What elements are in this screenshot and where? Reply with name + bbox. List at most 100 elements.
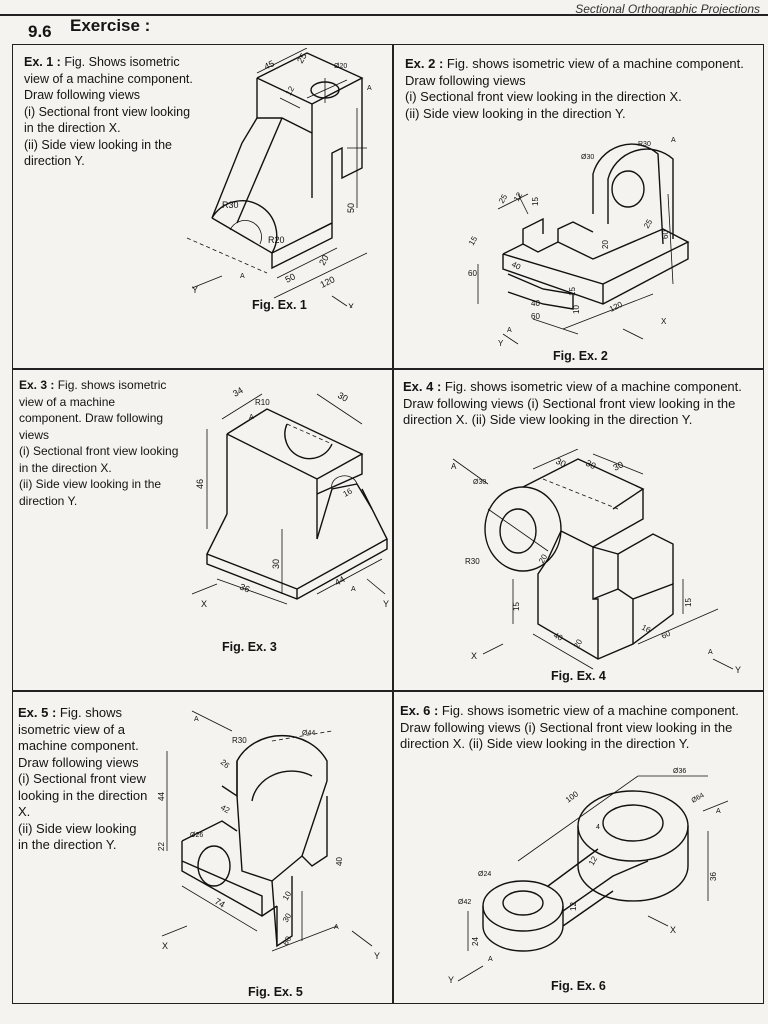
dim-text: 4: [596, 824, 600, 831]
dim-text: Ø30: [473, 479, 486, 486]
dim-text: 16: [640, 623, 652, 635]
figure-ex-1: 45 25 12 Ø20 A R30 R20 50 50 20 120 Y A …: [186, 48, 372, 308]
figure-ex-2: Ø30 R30 A 25 12 15 15 40 60 20 60 25 15 …: [467, 137, 690, 348]
exercise-6-item-1: (i) Sectional front view looking in the …: [400, 719, 733, 752]
exercise-4: Ex. 4 : Fig. shows isometric view of a m…: [393, 369, 764, 690]
dim-text: 60: [468, 269, 477, 278]
exercise-4-caption: Fig. Ex. 4: [551, 669, 606, 683]
exercise-6-body: Fig. shows isometric view of a machine c…: [400, 703, 739, 735]
dim-text: Ø42: [458, 899, 471, 906]
dim-text: 44: [333, 574, 347, 588]
exercise-1-body: Fig. Shows isometric view of a machine c…: [24, 55, 193, 102]
dim-text: 42: [219, 803, 232, 816]
dim-text: A: [451, 462, 457, 471]
dim-text: 25: [642, 217, 655, 230]
exercise-grid: [12, 44, 764, 1004]
figure-ex-6: Ø36 100 Ø64 A 4 12 Ø24 Ø42 36 12 24 A Y …: [448, 768, 729, 985]
dim-text: A: [367, 85, 372, 92]
exercise-3-item-2: (ii) Side view looking in the direction …: [19, 477, 162, 508]
dim-text: Y: [498, 339, 504, 348]
dim-text: Y: [374, 951, 380, 961]
exercise-5-text: Ex. 5 : Fig. shows isometric view of a m…: [18, 705, 148, 854]
dim-text: 30: [611, 459, 624, 472]
exercise-4-label: Ex. 4 :: [403, 379, 442, 394]
exercise-5-caption: Fig. Ex. 5: [248, 985, 303, 999]
dim-text: A: [716, 808, 721, 815]
dim-text: A: [194, 716, 199, 723]
dim-text: 25: [497, 192, 510, 205]
dim-text: A: [488, 956, 493, 963]
dim-text: R30: [222, 200, 239, 210]
dim-text: Y: [448, 975, 454, 985]
grid-divider-row1: [12, 368, 764, 370]
dim-text: 15: [568, 287, 577, 296]
dim-text: 15: [467, 234, 480, 247]
exercise-2-caption: Fig. Ex. 2: [553, 349, 608, 363]
figure-ex-5: A R30 Ø44 26 44 42 Ø26 22 40 74 10 30 60…: [157, 710, 380, 961]
dim-text: 40: [531, 299, 540, 308]
exercise-4-item-2: (ii) Side view looking in the direction …: [471, 412, 693, 427]
dim-text: X: [670, 925, 676, 935]
dim-text: A: [708, 649, 713, 656]
dim-text: 15: [512, 602, 521, 611]
exercise-1: Ex. 1 : Fig. Shows isometric view of a m…: [12, 44, 392, 368]
dim-text: X: [162, 941, 168, 951]
dim-text: 36: [709, 872, 718, 881]
dim-text: A: [334, 924, 339, 931]
exercise-3-text: Ex. 3 : Fig. shows isometric view of a m…: [19, 377, 179, 509]
dim-text: 25: [295, 51, 309, 65]
dim-text: X: [348, 302, 354, 308]
dim-text: 40: [335, 857, 344, 866]
dim-text: Ø64: [691, 792, 706, 805]
page-header: Sectional Orthographic Projections 9.6 E…: [0, 0, 768, 44]
dim-text: R30: [232, 736, 247, 745]
dim-text: 20: [537, 552, 550, 565]
header-rule: [0, 14, 768, 16]
exercise-3-body: Fig. shows isometric view of a machine c…: [19, 378, 167, 442]
dim-text: R10: [255, 398, 270, 407]
dim-text: 46: [195, 479, 205, 489]
dim-text: 40: [552, 631, 564, 643]
dim-text: 20: [317, 253, 331, 267]
dim-text: A: [249, 414, 254, 421]
dim-text: Ø20: [334, 63, 347, 70]
exercise-2-label: Ex. 2 :: [405, 56, 444, 71]
exercise-2-body: Fig. shows isometric view of a machine c…: [405, 56, 744, 88]
dim-text: A: [507, 327, 512, 334]
dim-text: Y: [192, 285, 198, 295]
exercise-3-label: Ex. 3 :: [19, 378, 55, 392]
dim-text: 30: [584, 458, 597, 471]
dim-text: R20: [268, 235, 285, 245]
dim-text: R30: [638, 141, 651, 148]
dim-text: 15: [531, 197, 540, 206]
dim-text: 45: [262, 58, 275, 71]
exercise-3: Ex. 3 : Fig. shows isometric view of a m…: [12, 369, 392, 690]
dim-text: A: [671, 137, 676, 144]
dim-text: Y: [735, 665, 741, 674]
exercise-6-item-2: (ii) Side view looking in the direction …: [468, 736, 690, 751]
dim-text: 24: [471, 937, 480, 946]
dim-text: 120: [608, 300, 624, 314]
dim-text: 44: [157, 792, 166, 801]
dim-text: 20: [601, 240, 610, 249]
dim-text: 50: [283, 271, 296, 284]
dim-text: 50: [346, 203, 356, 213]
dim-text: 20: [572, 637, 585, 650]
dim-text: 30: [271, 559, 281, 569]
dim-text: 60: [661, 230, 670, 239]
exercise-5-item-1: (i) Sectional front view looking in the …: [18, 771, 148, 819]
exercise-6-text: Ex. 6 : Fig. shows isometric view of a m…: [400, 703, 758, 753]
dim-text: 60: [531, 312, 540, 321]
exercise-5: Ex. 5 : Fig. shows isometric view of a m…: [12, 691, 392, 1004]
figure-ex-4: A 30 30 30 Ø30 20 R30 15 15 16 40 20 60 …: [451, 449, 741, 674]
exercise-1-item-1: (i) Sectional front view looking in the …: [24, 104, 191, 136]
dim-text: X: [471, 651, 477, 661]
exercise-2: Ex. 2 : Fig. shows isometric view of a m…: [393, 44, 764, 368]
dim-text: 36: [238, 582, 251, 595]
dim-text: Ø44: [302, 730, 315, 737]
dim-text: 34: [231, 385, 245, 399]
exercise-2-text: Ex. 2 : Fig. shows isometric view of a m…: [405, 56, 757, 122]
dim-text: 30: [336, 390, 350, 404]
exercise-6-caption: Fig. Ex. 6: [551, 979, 606, 993]
section-title: Exercise :: [70, 16, 151, 35]
